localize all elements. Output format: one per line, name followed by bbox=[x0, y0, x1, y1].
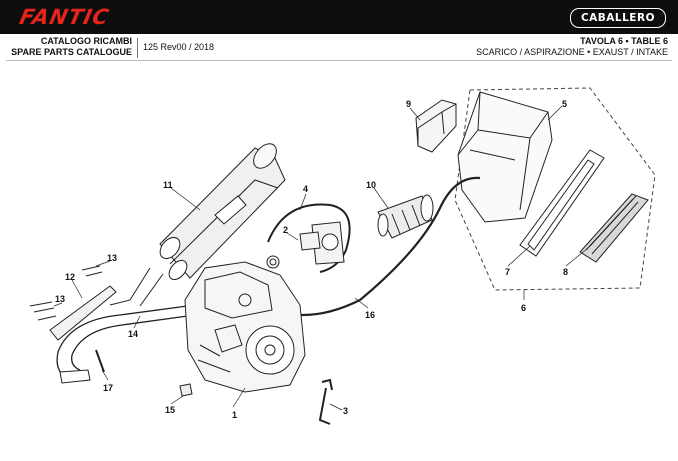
callout-12: 12 bbox=[65, 272, 75, 282]
throttle-body-part bbox=[266, 221, 345, 269]
callout-9: 9 bbox=[406, 99, 411, 109]
callout-1: 1 bbox=[232, 410, 237, 420]
vent-hose-part bbox=[267, 203, 351, 273]
filter-element-part bbox=[579, 193, 649, 263]
callout-7: 7 bbox=[505, 267, 510, 277]
gasket-part bbox=[95, 349, 105, 373]
callout-15: 15 bbox=[165, 405, 175, 415]
kickstart-part bbox=[318, 378, 333, 425]
nut-part bbox=[179, 383, 193, 397]
leader-lines bbox=[53, 105, 589, 411]
callout-17: 17 bbox=[103, 383, 113, 393]
callout-14: 14 bbox=[128, 329, 138, 339]
catalog-title-en: SPARE PARTS CATALOGUE bbox=[11, 47, 132, 57]
table-number: TAVOLA 6 • TABLE 6 bbox=[580, 36, 668, 46]
callout-16: 16 bbox=[365, 310, 375, 320]
callout-2: 2 bbox=[283, 225, 288, 235]
callout-6: 6 bbox=[521, 303, 526, 313]
heat-shield-part bbox=[49, 285, 117, 341]
header-rule bbox=[6, 60, 672, 61]
table-info: TAVOLA 6 • TABLE 6 SCARICO / ASPIRAZIONE… bbox=[476, 36, 668, 58]
airbox-part bbox=[457, 91, 553, 223]
bolts-part bbox=[29, 265, 103, 321]
filter-frame-part bbox=[519, 149, 605, 257]
callout-3: 3 bbox=[343, 406, 348, 416]
exhaust-header-part bbox=[56, 304, 196, 384]
catalog-title: CATALOGO RICAMBI SPARE PARTS CATALOGUE bbox=[0, 36, 132, 58]
revision-label: 125 Rev00 / 2018 bbox=[143, 42, 215, 52]
bracket-part bbox=[415, 99, 457, 153]
mid-pipe-part bbox=[109, 267, 164, 307]
callout-4: 4 bbox=[303, 184, 308, 194]
airbox-group-outline bbox=[454, 87, 656, 291]
callout-5: 5 bbox=[562, 99, 567, 109]
muffler-part bbox=[159, 143, 286, 281]
header-divider bbox=[137, 38, 138, 58]
callout-8: 8 bbox=[563, 267, 568, 277]
callout-10: 10 bbox=[366, 180, 376, 190]
catalog-title-it: CATALOGO RICAMBI bbox=[40, 36, 132, 46]
header-bar: FANTIC CABALLERO bbox=[0, 0, 678, 34]
callout-13a: 13 bbox=[107, 253, 117, 263]
callout-11: 11 bbox=[163, 180, 173, 190]
table-subtitle: SCARICO / ASPIRAZIONE • EXAUST / INTAKE bbox=[476, 47, 668, 57]
callout-13b: 13 bbox=[55, 294, 65, 304]
model-badge: CABALLERO bbox=[569, 8, 666, 28]
engine-part bbox=[184, 261, 306, 393]
intake-boot-part bbox=[377, 194, 434, 239]
